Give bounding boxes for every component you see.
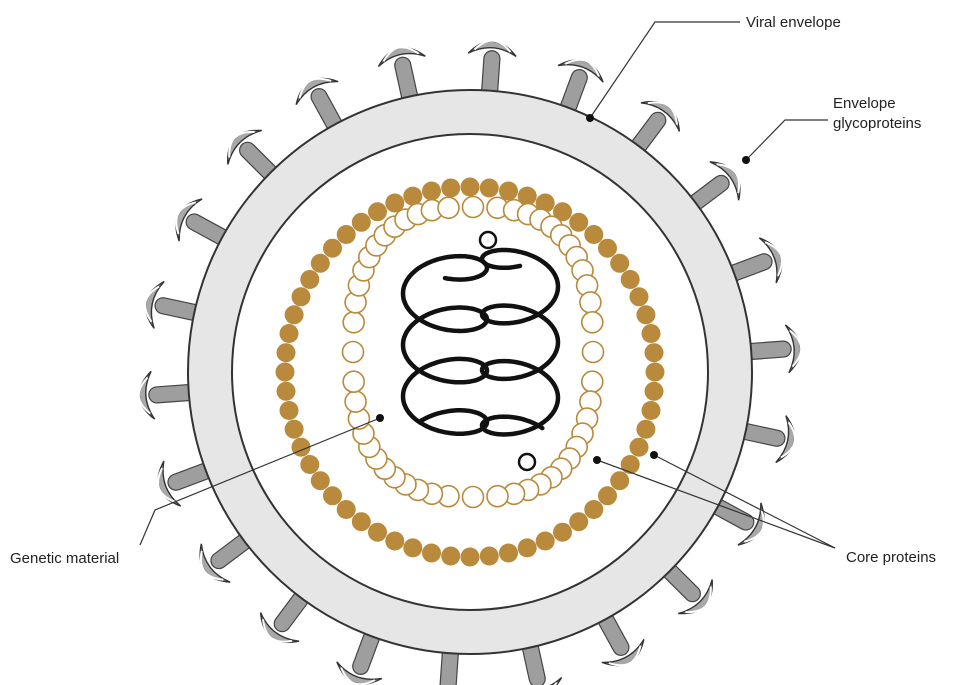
core-protein-solid [285,420,304,439]
core-protein-solid [598,239,617,258]
core-protein-solid [368,523,387,542]
core-protein-ring [463,197,484,218]
core-protein-solid [630,438,649,457]
label-core-proteins: Core proteins [846,549,936,566]
core-protein-solid [584,225,603,244]
core-protein-solid [441,547,460,566]
core-protein-solid [569,213,588,232]
core-protein-solid [636,420,655,439]
core-protein-solid [646,363,665,382]
core-protein-solid [403,538,422,557]
core-protein-solid [337,225,356,244]
label-envelope-glycoproteins-line2: glycoproteins [833,115,921,132]
core-protein-solid [280,401,299,420]
core-proteins-pointer-outer [650,451,658,459]
core-protein-solid [277,382,296,401]
genetic-material-pointer [376,414,384,422]
core-protein-ring [583,342,604,363]
core-protein-solid [385,532,404,551]
core-protein-solid [368,202,387,221]
core-protein-solid [422,182,441,201]
core-protein-solid [630,287,649,306]
glycoproteins-pointer [742,156,750,164]
core-protein-solid [300,455,319,474]
core-protein-solid [441,179,460,198]
core-protein-solid [461,178,480,197]
core-protein-solid [621,270,640,289]
core-protein-solid [553,523,572,542]
core-protein-solid [645,343,664,362]
glycoproteins-leader [746,120,828,160]
core-protein-solid [337,500,356,519]
core-protein-solid [584,500,603,519]
core-protein-solid [280,324,299,343]
core-protein-solid [461,548,480,567]
core-protein-solid [403,187,422,206]
core-protein-solid [285,305,304,324]
core-protein-ring [582,371,603,392]
viral-envelope-group [188,90,752,654]
core-protein-solid [518,538,537,557]
label-viral-envelope: Viral envelope [746,14,841,31]
core-protein-ring [438,197,459,218]
core-protein-ring [487,486,508,507]
genetic-strand-end [519,454,535,470]
label-envelope-glycoproteins-line1: Envelope [833,95,896,112]
core-protein-solid [636,305,655,324]
genetic-strand-end [480,232,496,248]
core-protein-solid [569,512,588,531]
core-protein-solid [311,254,330,273]
core-protein-solid [422,544,441,563]
core-protein-solid [642,401,661,420]
core-protein-solid [621,455,640,474]
core-protein-solid [276,363,295,382]
viral-envelope-pointer [586,114,594,122]
core-proteins-pointer-inner [593,456,601,464]
core-protein-solid [645,382,664,401]
core-protein-solid [292,287,311,306]
core-protein-solid [300,270,319,289]
core-protein-solid [323,239,342,258]
core-protein-ring [463,487,484,508]
core-protein-ring [343,312,364,333]
core-protein-solid [536,532,555,551]
core-protein-solid [610,254,629,273]
core-protein-solid [598,486,617,505]
core-protein-solid [277,343,296,362]
core-protein-ring [343,371,364,392]
core-protein-solid [352,512,371,531]
core-protein-solid [480,179,499,198]
label-genetic-material: Genetic material [10,550,119,567]
core-protein-solid [642,324,661,343]
core-protein-solid [352,213,371,232]
core-protein-solid [323,486,342,505]
core-protein-ring [582,312,603,333]
core-protein-ring [580,292,601,313]
core-protein-solid [480,547,499,566]
core-protein-solid [610,471,629,490]
core-protein-ring [343,342,364,363]
core-protein-solid [499,544,518,563]
core-protein-solid [311,471,330,490]
core-protein-ring [345,391,366,412]
